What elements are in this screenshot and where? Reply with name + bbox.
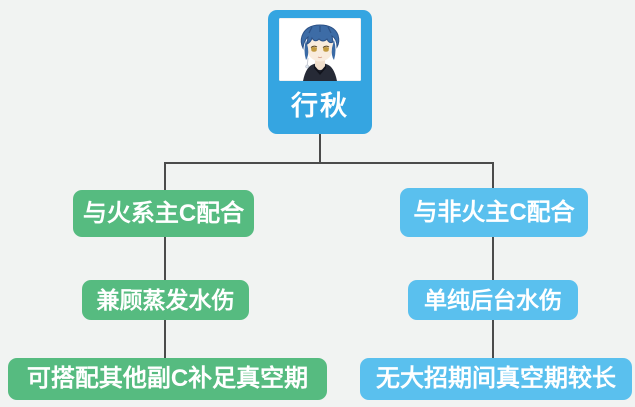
node-left-level3-label: 可搭配其他副C补足真空期 — [26, 365, 309, 392]
node-right-level2: 单纯后台水伤 — [408, 280, 578, 320]
xingqiu-portrait — [279, 18, 361, 81]
connector-root-stem — [319, 134, 321, 164]
connector-left-level3-drop — [164, 320, 166, 358]
node-left-level3: 可搭配其他副C补足真空期 — [8, 358, 327, 400]
connector-right-level2-drop — [492, 237, 494, 280]
node-left-level2: 兼顾蒸发水伤 — [82, 280, 249, 320]
connector-horizontal-bar — [164, 162, 494, 164]
node-right-level1: 与非火主C配合 — [400, 188, 588, 237]
node-right-level3: 无大招期间真空期较长 — [360, 358, 632, 400]
node-right-level1-label: 与非火主C配合 — [413, 198, 575, 226]
root-node-xingqiu: 行秋 — [268, 10, 372, 134]
node-left-level2-label: 兼顾蒸发水伤 — [96, 286, 235, 313]
node-left-level1: 与火系主C配合 — [73, 190, 254, 237]
connector-right-level3-drop — [492, 320, 494, 358]
connector-right-branch-drop — [492, 162, 494, 188]
connector-left-branch-drop — [164, 162, 166, 190]
node-right-level3-label: 无大招期间真空期较长 — [376, 365, 616, 392]
node-right-level2-label: 单纯后台水伤 — [424, 286, 562, 313]
connector-left-level2-drop — [164, 237, 166, 280]
root-node-label: 行秋 — [291, 91, 349, 121]
node-left-level1-label: 与火系主C配合 — [82, 199, 245, 227]
xingqiu-avatar-icon — [279, 18, 361, 81]
